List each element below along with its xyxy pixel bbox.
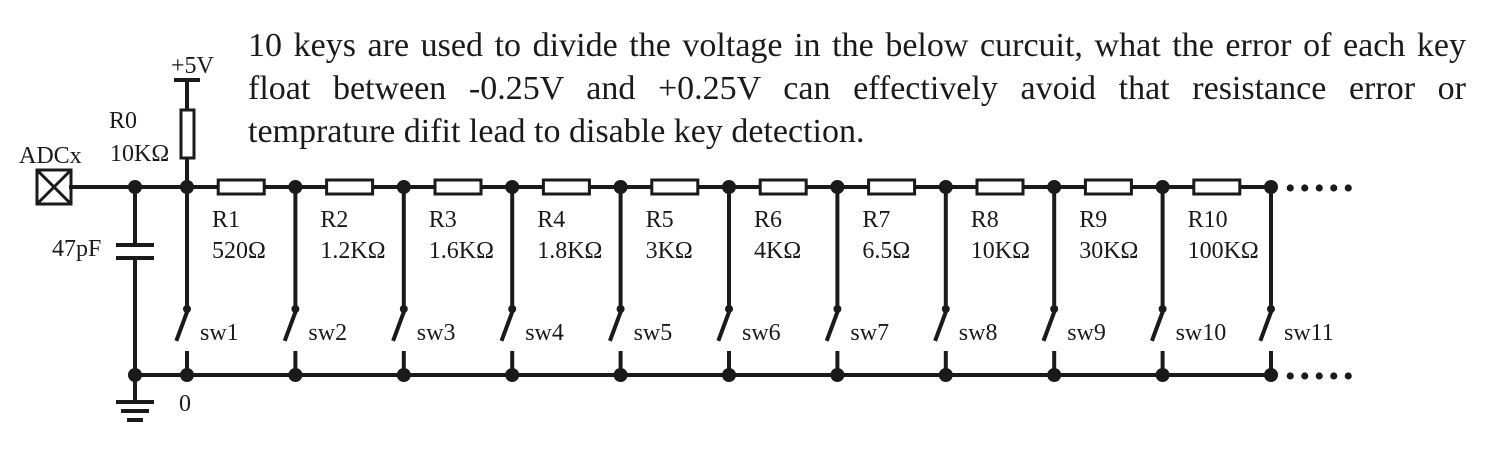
switch-blade-sw3 <box>391 309 407 342</box>
resistor-r7 <box>867 178 917 196</box>
bottom-junction-sw11 <box>1264 368 1278 382</box>
top-junction-sw8 <box>938 180 953 194</box>
ground-label: 0 <box>179 391 191 417</box>
resistor-value-r3: 1.6KΩ <box>429 238 494 264</box>
resistor-r2 <box>325 178 375 196</box>
pullup-resistor-r0 <box>174 78 200 189</box>
switch-label-sw6: sw6 <box>742 320 781 346</box>
top-junction-sw2 <box>288 180 303 194</box>
switch-blade-sw6 <box>716 309 732 342</box>
resistor-value-r10: 100KΩ <box>1188 238 1259 264</box>
bottom-continuation-dots: ••••• <box>1285 360 1358 393</box>
capacitor-label: 47pF <box>52 236 101 262</box>
bottom-junction-sw5 <box>613 368 628 382</box>
switch-blade-sw10 <box>1150 309 1166 342</box>
bottom-junction-sw4 <box>505 368 520 382</box>
resistor-name-r6: R6 <box>754 207 782 233</box>
capacitor-node <box>128 180 142 194</box>
adc-input-symbol <box>35 168 73 206</box>
top-junction-sw4 <box>505 180 520 194</box>
top-junction-sw11 <box>1264 180 1278 194</box>
bottom-junction-sw8 <box>938 368 953 382</box>
switch-label-sw8: sw8 <box>959 320 998 346</box>
resistor-r6 <box>758 178 808 196</box>
resistor-name-r2: R2 <box>320 207 348 233</box>
resistor-name-r4: R4 <box>537 207 565 233</box>
resistor-r8 <box>975 178 1025 196</box>
top-junction-sw1 <box>180 180 194 194</box>
switch-blade-sw5 <box>608 309 624 342</box>
bottom-junction-sw6 <box>722 368 736 382</box>
resistor-r4 <box>541 178 591 196</box>
switch-label-sw3: sw3 <box>417 320 456 346</box>
r0-value: 10KΩ <box>110 141 169 167</box>
ground-symbol <box>116 373 154 422</box>
adc-label: ADCx <box>19 143 82 169</box>
switch-label-sw7: sw7 <box>850 320 889 346</box>
switch-blade-sw7 <box>824 309 840 342</box>
resistor-r1 <box>216 178 266 196</box>
switch-label-sw5: sw5 <box>634 320 673 346</box>
resistor-name-r8: R8 <box>971 207 999 233</box>
bottom-junction-sw9 <box>1047 368 1062 382</box>
bottom-junction-sw1 <box>180 368 194 382</box>
switch-label-sw11: sw11 <box>1284 320 1334 346</box>
switch-label-sw10: sw10 <box>1176 320 1227 346</box>
resistor-r5 <box>650 178 700 196</box>
bottom-junction-sw7 <box>830 368 845 382</box>
switch-blade-sw9 <box>1041 309 1057 342</box>
r0-name: R0 <box>109 108 137 134</box>
resistor-r9 <box>1083 178 1133 196</box>
capacitor-47pf <box>116 185 154 377</box>
top-junction-sw5 <box>613 180 628 194</box>
bottom-junction-sw3 <box>396 368 411 382</box>
resistor-name-r1: R1 <box>212 207 240 233</box>
question-text: 10 keys are used to divide the voltage i… <box>248 27 1466 150</box>
top-junction-sw9 <box>1047 180 1062 194</box>
switch-blade-sw8 <box>933 309 949 342</box>
switch-label-sw4: sw4 <box>525 320 564 346</box>
top-junction-sw7 <box>830 180 845 194</box>
bottom-junction-sw2 <box>288 368 303 382</box>
top-junction-sw6 <box>722 180 736 194</box>
resistor-value-r9: 30KΩ <box>1079 238 1138 264</box>
switch-label-sw1: sw1 <box>200 320 239 346</box>
switch-blade-sw11 <box>1258 309 1274 342</box>
switch-label-sw2: sw2 <box>308 320 347 346</box>
top-junction-sw10 <box>1155 180 1170 194</box>
resistor-ladder: R1 520Ω R2 1.2KΩ R3 1.6KΩ R4 1.8KΩ R5 3KΩ R6 4KΩ R7 6… <box>174 178 1334 382</box>
resistor-name-r10: R10 <box>1188 207 1228 233</box>
resistor-value-r7: 6.5Ω <box>862 238 910 264</box>
resistor-value-r4: 1.8KΩ <box>537 238 602 264</box>
resistor-name-r7: R7 <box>862 207 890 233</box>
resistor-name-r3: R3 <box>429 207 457 233</box>
resistor-r3 <box>433 178 483 196</box>
resistor-name-r5: R5 <box>646 207 674 233</box>
switch-blade-sw4 <box>499 309 515 342</box>
switch-label-sw9: sw9 <box>1067 320 1106 346</box>
resistor-value-r5: 3KΩ <box>646 238 693 264</box>
switch-blade-sw1 <box>174 309 190 342</box>
resistor-value-r8: 10KΩ <box>971 238 1030 264</box>
switch-blade-sw2 <box>282 309 298 342</box>
resistor-value-r1: 520Ω <box>212 238 266 264</box>
top-continuation-dots: ••••• <box>1285 172 1358 205</box>
resistor-value-r2: 1.2KΩ <box>320 238 385 264</box>
resistor-value-r6: 4KΩ <box>754 238 801 264</box>
bottom-junction-sw10 <box>1155 368 1170 382</box>
top-junction-sw3 <box>396 180 411 194</box>
supply-label: +5V <box>171 53 215 79</box>
resistor-name-r9: R9 <box>1079 207 1107 233</box>
resistor-r10 <box>1192 178 1242 196</box>
